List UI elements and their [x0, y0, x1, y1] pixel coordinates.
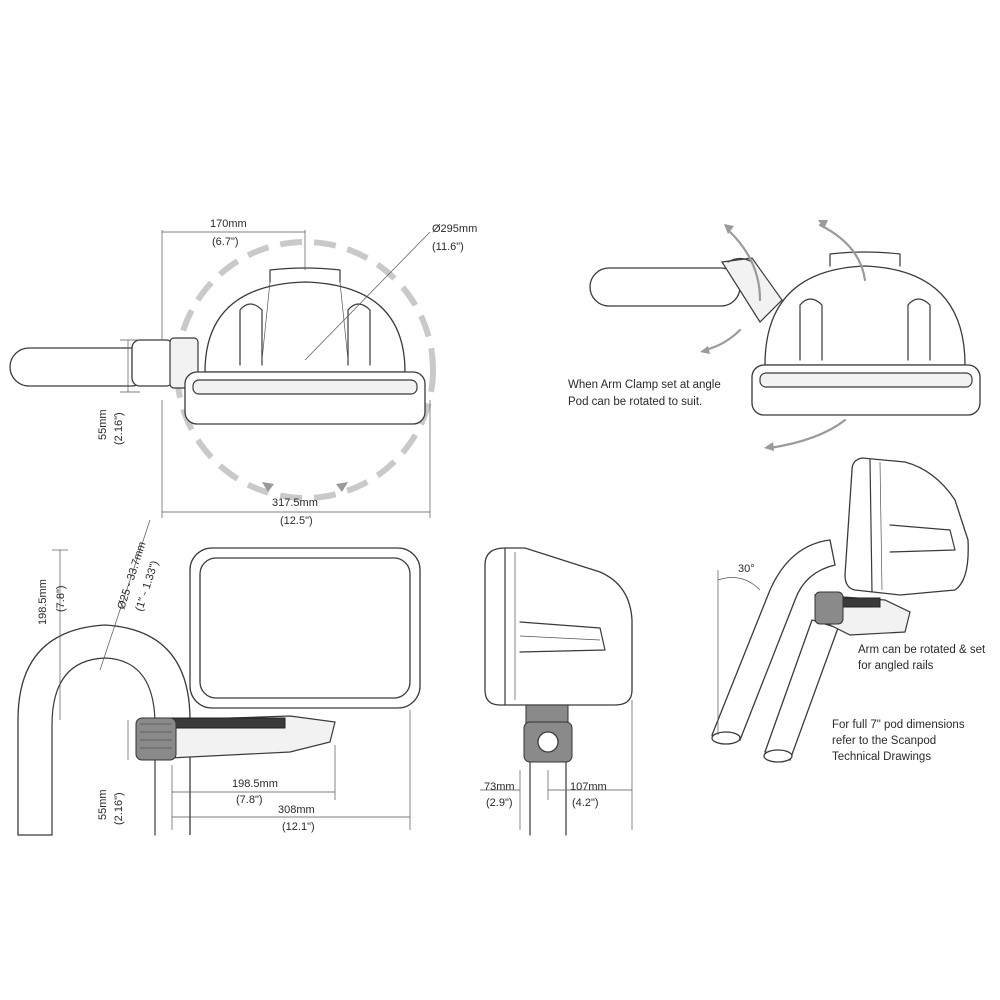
dim-107-mm: 107mm — [570, 781, 607, 793]
dim-198-v-mm: 198.5mm — [37, 579, 49, 625]
side-clamp — [135, 717, 177, 761]
dim-308-in: (12.1") — [282, 821, 315, 833]
dim-198-h-in: (7.8") — [236, 794, 263, 806]
top-view-angled-pod: When Arm Clamp set at angle Pod can be r… — [568, 220, 981, 451]
angle-30: 30° — [738, 563, 755, 575]
note-pod-line2: refer to the Scanpod — [832, 735, 936, 747]
arm-brand-strip — [169, 717, 286, 729]
dim-198-h-mm: 198.5mm — [232, 778, 278, 790]
top-view-pod: 170mm (6.7") Ø295mm (11.6") 55mm (2.16")… — [9, 218, 477, 527]
dim-317-mm: 317.5mm — [272, 497, 318, 509]
arm-clamp — [131, 339, 175, 387]
dim-55-in-top: (2.16") — [113, 412, 125, 445]
front-pod-housing — [484, 547, 633, 706]
note-angle-line1: When Arm Clamp set at angle — [568, 379, 721, 391]
rotation-arrow-left — [262, 482, 274, 492]
angled-rail-left — [711, 539, 836, 741]
dim-diameter-in: (11.6") — [432, 241, 464, 253]
pod-housing-2 — [764, 265, 966, 366]
dim-55-mm-bottom: 55mm — [97, 789, 109, 820]
dim-317-in: (12.5") — [280, 515, 313, 527]
note-pod-line1: For full 7" pod dimensions — [832, 719, 965, 731]
dim-55-mm-top: 55mm — [97, 409, 109, 440]
dim-107-in: (4.2") — [572, 797, 599, 809]
dim-170-mm: 170mm — [210, 218, 247, 230]
rotation-arrow-right — [336, 482, 348, 492]
dim-73-in: (2.9") — [486, 797, 513, 809]
angled-clamp — [720, 257, 783, 323]
rotation-circle — [174, 239, 436, 501]
dim-diameter-mm: Ø295mm — [432, 223, 477, 235]
angled-clamp — [814, 591, 844, 625]
note-arm-line2: for angled rails — [858, 660, 934, 672]
dim-55-in-bottom: (2.16") — [113, 792, 125, 825]
front-view: 73mm (2.9") 107mm (4.2") — [480, 547, 633, 836]
side-pod-screen — [199, 557, 411, 699]
note-angle-line2: Pod can be rotated to suit. — [568, 396, 702, 408]
dim-170-in: (6.7") — [212, 236, 239, 248]
rail-tube-2 — [589, 267, 741, 307]
rail-tube — [9, 347, 151, 387]
dim-198-v-in: (7.8") — [55, 585, 67, 612]
note-arm-line1: Arm can be rotated & set — [858, 644, 986, 656]
note-pod-line3: Technical Drawings — [832, 751, 931, 763]
dim-308-mm: 308mm — [278, 804, 315, 816]
dim-73-mm: 73mm — [484, 781, 515, 793]
angled-rail-view: 30° Arm can be rotated & set for angled … — [711, 457, 986, 763]
pod-housing — [204, 281, 406, 373]
side-view: 198.5mm (7.8") Ø25 - 33.7mm (1" - 1.33")… — [17, 519, 421, 836]
